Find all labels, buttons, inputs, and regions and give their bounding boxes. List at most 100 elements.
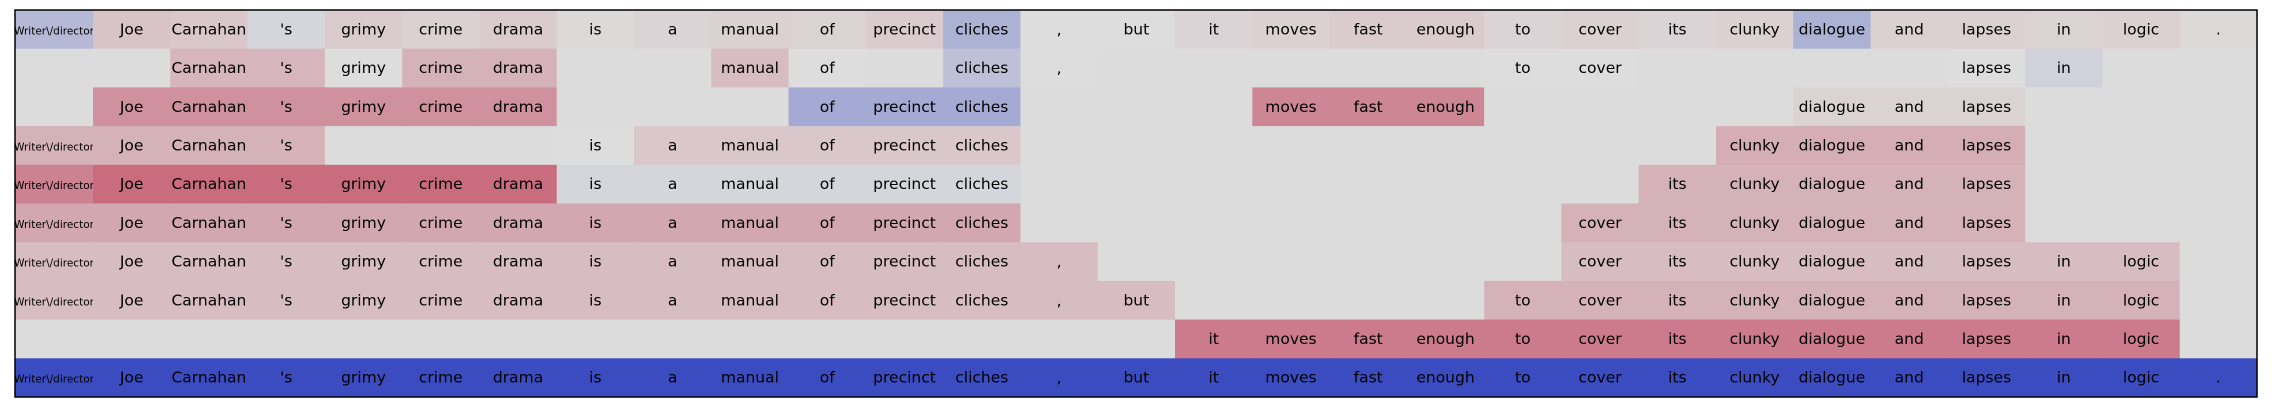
cell-token-label: its — [1668, 369, 1686, 387]
heatmap-cell — [170, 48, 249, 88]
cell-token-label: logic — [2123, 253, 2159, 271]
heatmap-cell — [2179, 164, 2258, 204]
heatmap-cell — [1793, 319, 1872, 359]
heatmap-cell — [2179, 319, 2258, 359]
cell-token-label: to — [1515, 291, 1531, 309]
cell-token-label: to — [1515, 330, 1531, 348]
heatmap-cell — [402, 87, 480, 127]
cell-token-label: cliches — [955, 20, 1008, 38]
heatmap-cell — [788, 87, 867, 127]
heatmap-cell — [865, 319, 944, 359]
cell-token-label: dialogue — [1799, 98, 1866, 116]
heatmap-cell — [93, 164, 171, 204]
heatmap-cell — [1097, 87, 1176, 127]
heatmap-cell — [1638, 203, 1717, 243]
cell-token-label: of — [820, 136, 835, 154]
heatmap-cell — [1716, 242, 1794, 282]
cell-token-label: fast — [1354, 98, 1383, 116]
heatmap-cell — [1097, 358, 1176, 398]
heatmap-cell — [1175, 242, 1253, 282]
cell-token-label: Joe — [119, 253, 144, 271]
heatmap-cell — [170, 87, 249, 127]
heatmap-cell — [1097, 319, 1176, 359]
heatmap-cell — [479, 10, 558, 50]
cell-token-label: manual — [721, 291, 779, 309]
cell-token-label: manual — [721, 369, 779, 387]
cell-token-label: grimy — [341, 59, 386, 77]
cell-token-label: and — [1895, 214, 1924, 232]
cell-token-label: a — [668, 136, 678, 154]
heatmap-cell — [634, 280, 712, 321]
cell-token-label: , — [1057, 253, 1062, 271]
heatmap-cell — [1252, 358, 1331, 398]
cell-token-label: of — [820, 175, 835, 193]
heatmap-cell — [170, 242, 249, 282]
heatmap-cell — [1406, 87, 1485, 127]
cell-token-label: dialogue — [1799, 175, 1866, 193]
heatmap-cell — [1252, 319, 1331, 359]
heatmap-cell — [1561, 10, 1640, 50]
heatmap-cell — [1638, 280, 1717, 321]
cell-token-label: clunky — [1730, 330, 1780, 348]
heatmap-cell — [1638, 358, 1717, 398]
heatmap-cell — [1175, 126, 1253, 166]
heatmap-cell — [634, 358, 712, 398]
heatmap-cell — [865, 87, 944, 127]
cell-token-label: lapses — [1962, 98, 2011, 116]
cell-token-label: precinct — [873, 291, 936, 309]
cell-token-label: and — [1895, 175, 1924, 193]
heatmap-cell — [2025, 87, 2103, 127]
heatmap-cell — [788, 48, 867, 88]
heatmap-cell — [15, 126, 94, 166]
heatmap-cell — [170, 319, 249, 359]
cell-token-label: moves — [1265, 98, 1316, 116]
heatmap-cell — [1638, 164, 1717, 204]
cell-token-label: Carnahan — [171, 369, 246, 387]
heatmap-cell — [1793, 126, 1872, 166]
cell-token-label: clunky — [1730, 20, 1780, 38]
cell-token-label: 's — [280, 20, 292, 38]
cell-token-label: precinct — [873, 98, 936, 116]
cell-token-label: but — [1123, 20, 1149, 38]
cell-token-label: clunky — [1730, 175, 1780, 193]
heatmap-cell — [1638, 126, 1717, 166]
heatmap-cell — [2025, 203, 2103, 243]
cell-token-label: enough — [1416, 20, 1474, 38]
heatmap-cell — [1793, 280, 1872, 321]
heatmap-cell — [1406, 242, 1485, 282]
heatmap-cell — [1870, 164, 1949, 204]
cell-token-label: cliches — [955, 59, 1008, 77]
cell-token-label: Writer\/director — [14, 141, 95, 153]
cell-token-label: drama — [493, 214, 543, 232]
heatmap-cell — [1020, 10, 1099, 50]
heatmap-cell — [402, 280, 480, 321]
heatmap-cell — [1870, 358, 1949, 398]
heatmap-cell — [2179, 203, 2258, 243]
heatmap-cell — [1716, 164, 1794, 204]
heatmap-cell — [865, 358, 944, 398]
heatmap-cell — [1947, 319, 2026, 359]
cell-token-label: Carnahan — [171, 136, 246, 154]
cell-token-label: cliches — [955, 253, 1008, 271]
heatmap-cell — [1561, 242, 1640, 282]
cell-token-label: 's — [280, 136, 292, 154]
cell-token-label: 's — [280, 253, 292, 271]
cell-token-label: , — [1057, 20, 1062, 38]
cell-token-label: manual — [721, 175, 779, 193]
heatmap-cell — [634, 87, 712, 127]
heatmap-cell — [1020, 319, 1099, 359]
cell-token-label: lapses — [1962, 136, 2011, 154]
cell-token-label: lapses — [1962, 369, 2011, 387]
heatmap-cell — [1947, 358, 2026, 398]
cell-token-label: logic — [2123, 369, 2159, 387]
heatmap-cell — [634, 126, 712, 166]
heatmap-cell — [711, 203, 790, 243]
heatmap-cell — [1716, 358, 1794, 398]
heatmap-cell — [788, 280, 867, 321]
cell-token-label: is — [589, 136, 601, 154]
heatmap-cell — [15, 164, 94, 204]
cell-token-label: cliches — [955, 136, 1008, 154]
cell-token-label: precinct — [873, 136, 936, 154]
